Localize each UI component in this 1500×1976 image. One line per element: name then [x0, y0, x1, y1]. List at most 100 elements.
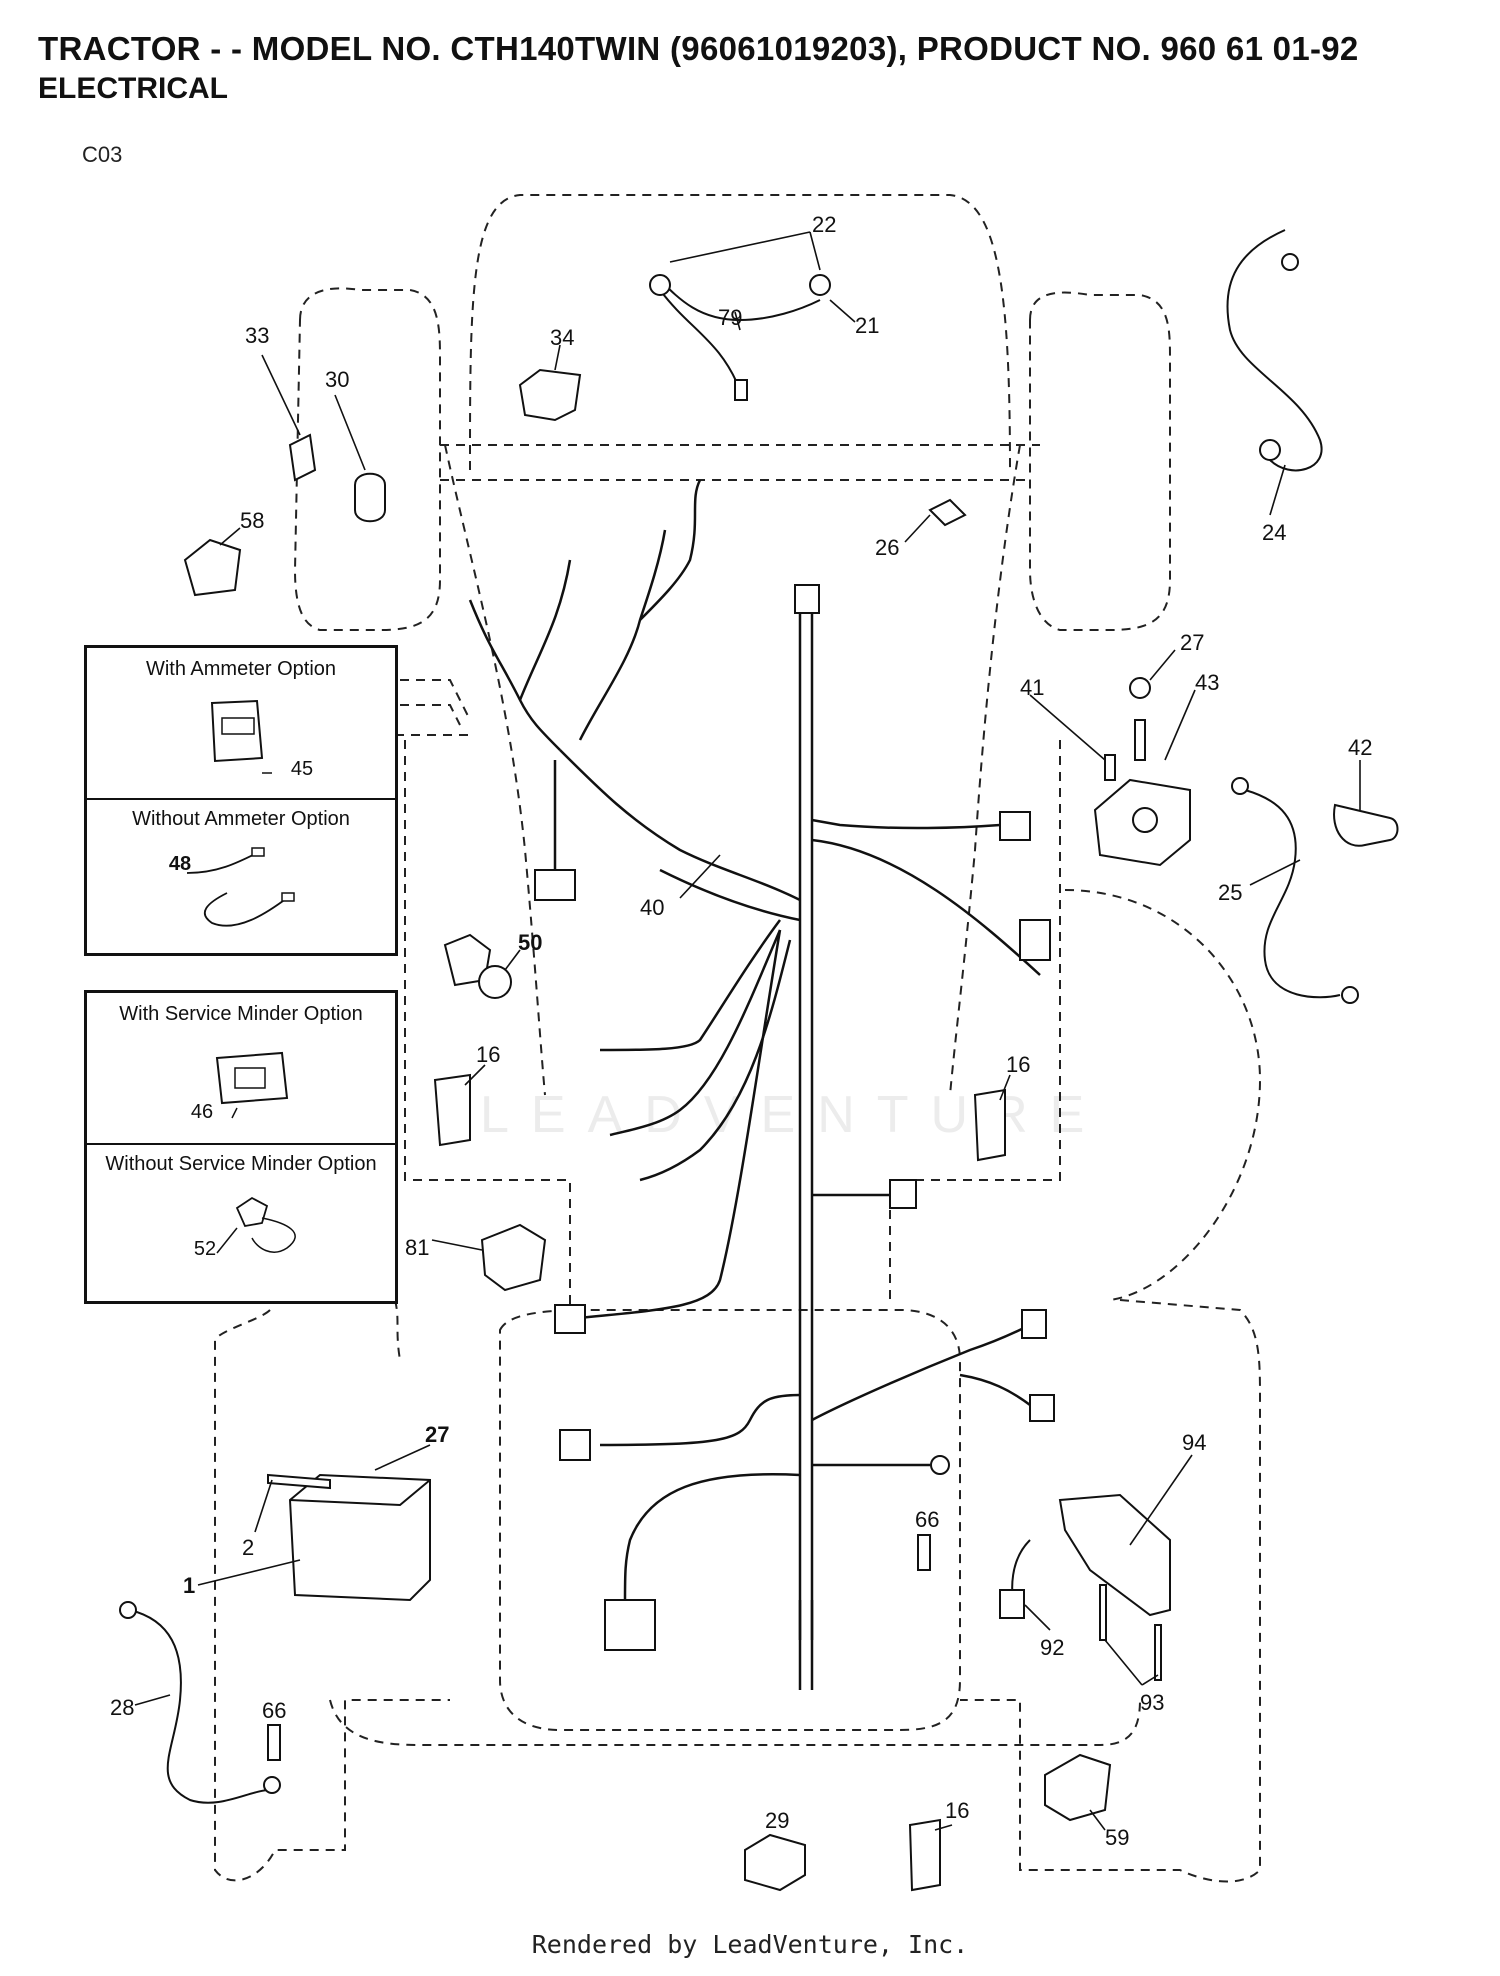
- cable-24-terminal-top: [1281, 253, 1299, 271]
- switch-34: [518, 368, 582, 422]
- callout-26: 26: [875, 535, 899, 560]
- cable-24-terminal-bottom: [1259, 439, 1281, 461]
- connector-deck-bottom: [604, 1599, 656, 1651]
- switch-50-cap: [478, 965, 512, 999]
- with-service-minder-label: With Service Minder Option: [119, 1003, 363, 1025]
- harness-deck-right: [811, 1323, 1031, 1422]
- connector-deck-right-b: [1029, 1394, 1055, 1422]
- leader-27b: [374, 1444, 431, 1471]
- callout-33: 33: [245, 323, 269, 348]
- option-leader-left: [394, 1299, 401, 1361]
- connector-mid-right: [889, 1179, 917, 1209]
- switch-16-bottom: [908, 1818, 941, 1892]
- battery-cable-25: [1244, 789, 1341, 999]
- bolt-66-left: [267, 1724, 281, 1761]
- part-59: [1044, 1753, 1112, 1822]
- ground-cable-28: [129, 1609, 271, 1804]
- battery: [288, 1473, 431, 1602]
- harness-lower-left-c: [639, 939, 792, 1182]
- callout-1: 1: [183, 1573, 195, 1598]
- nut-27-top: [1129, 677, 1151, 699]
- switch-16-left: [433, 1073, 471, 1147]
- callout-41: 41: [1020, 675, 1044, 700]
- callout-21: 21: [855, 313, 879, 338]
- leader-1: [197, 1559, 301, 1586]
- connector-top-center: [794, 584, 820, 614]
- headlight-connector: [734, 379, 748, 401]
- connector-deck-left: [559, 1429, 591, 1461]
- switch-16-right: [973, 1088, 1006, 1162]
- leader-93: [1104, 1639, 1159, 1686]
- ammeter-part-number: 45: [290, 758, 314, 780]
- switch-assembly-94: [1058, 1493, 1171, 1617]
- connector-92: [999, 1589, 1025, 1619]
- screw-93-b: [1154, 1624, 1162, 1681]
- deck-outline: [499, 1309, 961, 1731]
- switch-50: [443, 933, 492, 987]
- callout-58: 58: [240, 508, 264, 533]
- connector-81-harness: [554, 1304, 586, 1334]
- callout-30: 30: [325, 367, 349, 392]
- footer-credit: Rendered by LeadVenture, Inc.: [531, 1930, 969, 1959]
- callout-16a: 16: [476, 1042, 500, 1067]
- harness-upper-left-b: [518, 559, 572, 701]
- harness-deck-left: [599, 1393, 801, 1447]
- callout-16b: 16: [1006, 1052, 1030, 1077]
- leader-16b: [999, 1074, 1011, 1101]
- leader-94: [1129, 1454, 1193, 1546]
- callout-24: 24: [1262, 520, 1286, 545]
- headlight-bulb-right: [809, 274, 831, 296]
- frame-right-outline: [949, 444, 1021, 1096]
- bolt-66-right: [917, 1534, 931, 1571]
- callout-50: 50: [518, 930, 542, 955]
- leader-27a: [1149, 649, 1176, 681]
- service-minder-part-number: 46: [190, 1101, 214, 1123]
- callout-79: 79: [718, 305, 742, 330]
- callout-34: 34: [550, 325, 574, 350]
- leader-16a: [464, 1064, 486, 1086]
- leader-2: [254, 1479, 273, 1533]
- connector-right: [999, 811, 1031, 841]
- callout-81: 81: [405, 1235, 429, 1260]
- callout-40: 40: [640, 895, 664, 920]
- leader-59: [1089, 1809, 1106, 1831]
- callout-16c: 16: [945, 1798, 969, 1823]
- cable-28-terminal-bottom: [263, 1776, 281, 1794]
- callout-59: 59: [1105, 1825, 1129, 1850]
- callout-25: 25: [1218, 880, 1242, 905]
- harness-upper-mid-b: [639, 479, 702, 621]
- cable-25-terminal-bottom: [1341, 986, 1359, 1004]
- boot-42: [1333, 803, 1399, 847]
- leader-30: [334, 394, 366, 471]
- ammeter-jumper-icon: [186, 847, 295, 927]
- harness-branch-left-b: [659, 868, 801, 922]
- harness-lower-left: [599, 919, 782, 1052]
- rear-left-outline: [214, 1309, 450, 1882]
- harness-branch-right: [811, 818, 1001, 830]
- callout-29: 29: [765, 1808, 789, 1833]
- harness-upper-mid: [578, 529, 667, 741]
- service-minder-divider: [87, 1143, 395, 1145]
- connector-right-b: [1019, 919, 1051, 961]
- leader-24: [1269, 464, 1286, 516]
- callout-2: 2: [242, 1535, 254, 1560]
- connector-top-left: [534, 869, 576, 901]
- without-ammeter-label: Without Ammeter Option: [132, 808, 350, 830]
- callout-66b: 66: [915, 1507, 939, 1532]
- service-minder-jumper-icon: [216, 1196, 296, 1254]
- callout-28: 28: [110, 1695, 134, 1720]
- leader-16c: [934, 1824, 953, 1831]
- leader-92: [1024, 1604, 1051, 1631]
- cable-28-terminal-top: [119, 1601, 137, 1619]
- callout-93: 93: [1140, 1690, 1164, 1715]
- right-wheel-outline: [1029, 291, 1171, 631]
- callout-27a: 27: [1180, 630, 1204, 655]
- switch-29: [744, 1833, 806, 1892]
- fuse-26: [928, 498, 967, 527]
- harness-upper-left: [468, 599, 561, 751]
- ammeter-jumper-part-number: 48: [168, 853, 192, 875]
- ground-cable-24: [1226, 229, 1323, 472]
- diagram-code: C03: [82, 142, 123, 167]
- diagram-title: TRACTOR - - MODEL NO. CTH140TWIN (960610…: [38, 30, 1359, 67]
